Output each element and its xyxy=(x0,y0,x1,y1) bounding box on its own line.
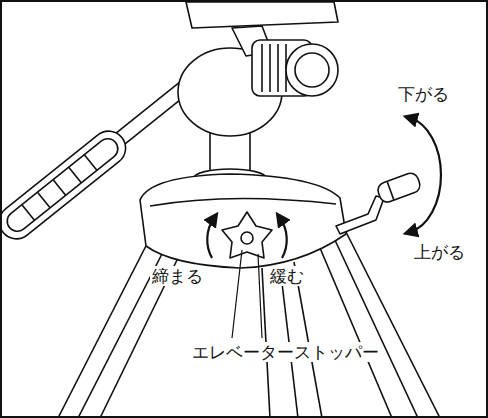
part-label: 締まる xyxy=(150,266,205,286)
part-label: 緩む xyxy=(268,266,306,286)
leg-hub xyxy=(140,174,346,268)
pan-tilt-head xyxy=(178,2,338,187)
elevator-stopper-knob xyxy=(222,212,272,258)
part-label: 上がる xyxy=(412,242,467,262)
elevator-crank xyxy=(336,171,422,234)
rotation-arrows xyxy=(207,118,441,258)
leader-lines xyxy=(232,250,262,338)
part-label: 下がる xyxy=(396,84,451,104)
part-label: エレベーターストッパー xyxy=(190,342,381,362)
